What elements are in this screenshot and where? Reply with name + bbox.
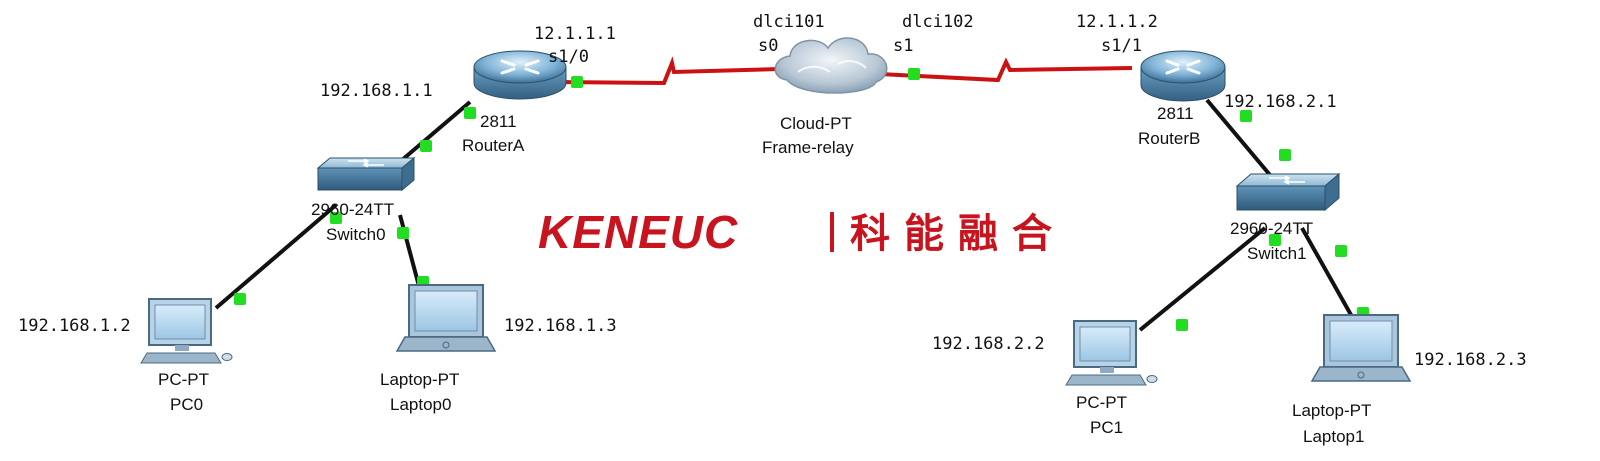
- link-light: [1176, 319, 1188, 331]
- routerb-wan-ip: 12.1.1.2: [1076, 12, 1158, 32]
- laptop1-ip: 192.168.2.3: [1414, 350, 1527, 370]
- cloud-dlci-right: dlci102: [902, 12, 974, 32]
- pc0-type: PC-PT: [158, 370, 209, 389]
- cloud-port-left: s0: [758, 36, 778, 56]
- routera-wan-port: s1/0: [548, 47, 589, 67]
- switch-0[interactable]: [316, 156, 416, 192]
- ethernet-link-switch0-pc0[interactable]: [214, 203, 338, 310]
- routerb-lan-ip: 192.168.2.1: [1224, 92, 1337, 112]
- serial-link-routera-cloud[interactable]: [554, 56, 781, 86]
- router-icon: [473, 50, 567, 100]
- link-lights: [234, 63, 1369, 331]
- ethernet-link-switch1-laptop1[interactable]: [1300, 227, 1357, 323]
- desktop-pc-icon: [1065, 320, 1158, 386]
- ethernet-link-switch1-pc1[interactable]: [1138, 226, 1267, 332]
- routera-lan-ip: 192.168.1.1: [320, 81, 433, 101]
- pc0-ip: 192.168.1.2: [18, 316, 131, 336]
- laptop0-type: Laptop-PT: [380, 370, 459, 389]
- pc1-ip: 192.168.2.2: [932, 334, 1045, 354]
- laptop-0[interactable]: [395, 284, 497, 352]
- laptop-1[interactable]: [1310, 314, 1412, 382]
- ethernet-link-routerb-switch1[interactable]: [1205, 98, 1272, 177]
- link-light: [1279, 149, 1291, 161]
- switch-icon: [316, 156, 416, 192]
- link-light: [234, 293, 246, 305]
- pc-1[interactable]: [1065, 320, 1158, 386]
- link-light: [1335, 245, 1347, 257]
- routera-model: 2811: [480, 112, 517, 131]
- laptop0-ip: 192.168.1.3: [504, 316, 617, 336]
- frame-relay-cloud[interactable]: [774, 37, 888, 94]
- ethernet-link-routera-switch0[interactable]: [400, 100, 472, 162]
- router-b[interactable]: [1140, 50, 1226, 102]
- cloud-type: Cloud-PT: [780, 114, 852, 133]
- link-light: [464, 107, 476, 119]
- router-a[interactable]: [473, 50, 567, 100]
- router-icon: [1140, 50, 1226, 102]
- desktop-pc-icon: [140, 298, 233, 364]
- routera-wan-ip: 12.1.1.1: [534, 24, 616, 44]
- link-light: [420, 140, 432, 152]
- routera-name: RouterA: [462, 136, 525, 155]
- pc0-name: PC0: [170, 395, 203, 414]
- laptop-icon: [1310, 314, 1412, 382]
- link-light: [571, 76, 583, 88]
- laptop-icon: [395, 284, 497, 352]
- switch0-name: Switch0: [326, 225, 386, 244]
- cloud-port-right: s1: [893, 36, 913, 56]
- switch1-model: 2960-24TT: [1230, 219, 1313, 238]
- watermark-chinese: 科能融合: [850, 211, 1066, 257]
- switch-1[interactable]: [1235, 172, 1341, 212]
- pc1-name: PC1: [1090, 418, 1123, 437]
- switch1-name: Switch1: [1247, 244, 1307, 263]
- pc1-type: PC-PT: [1076, 393, 1127, 412]
- link-light: [397, 227, 409, 239]
- routerb-wan-port: s1/1: [1101, 36, 1142, 56]
- cloud-dlci-left: dlci101: [753, 12, 825, 32]
- pc-0[interactable]: [140, 298, 233, 364]
- watermark-divider: [830, 212, 834, 252]
- switch0-model: 2960-24TT: [311, 200, 394, 219]
- serial-link-cloud-routerb[interactable]: [879, 57, 1133, 83]
- watermark-logo: KENEUC 科能融合: [538, 206, 1066, 258]
- labels: 12.1.1.1 s1/0 dlci101 s0 dlci102 s1 12.1…: [18, 12, 1527, 446]
- links: [214, 56, 1357, 332]
- link-light: [1240, 110, 1252, 122]
- laptop1-name: Laptop1: [1303, 427, 1364, 446]
- routerb-model: 2811: [1157, 104, 1194, 123]
- laptop0-name: Laptop0: [390, 395, 451, 414]
- cloud-name: Frame-relay: [762, 138, 854, 157]
- routerb-name: RouterB: [1138, 129, 1200, 148]
- switch-icon: [1235, 172, 1341, 212]
- watermark-latin: KENEUC: [538, 206, 738, 258]
- link-light: [1269, 234, 1281, 246]
- laptop1-type: Laptop-PT: [1292, 401, 1371, 420]
- link-light: [330, 212, 342, 224]
- link-light: [908, 68, 920, 80]
- cloud-icon: [774, 37, 888, 94]
